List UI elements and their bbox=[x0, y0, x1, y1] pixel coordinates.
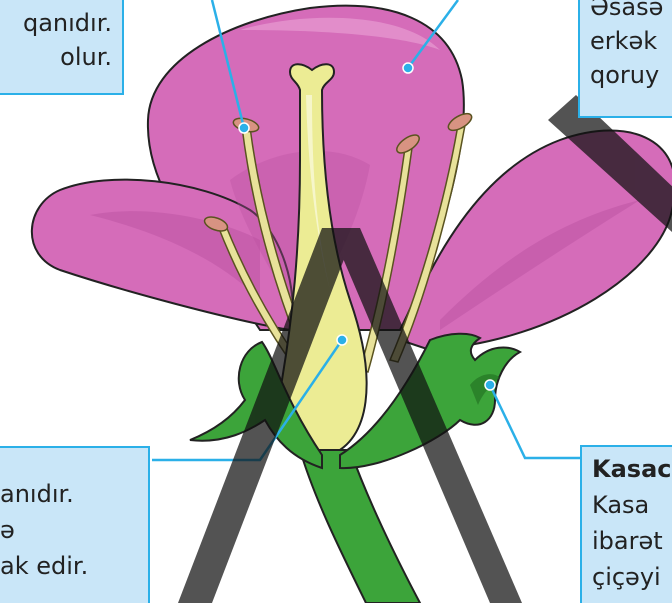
label-text: ak edir. bbox=[0, 548, 148, 584]
stem bbox=[300, 450, 420, 603]
label-text: olur. bbox=[0, 40, 112, 74]
label-text: erkək bbox=[590, 24, 672, 58]
label-text: çiçəyi bbox=[592, 559, 672, 595]
label-text: Kasa bbox=[592, 487, 672, 523]
label-text: ibarət bbox=[592, 523, 672, 559]
label-text: Əsasə bbox=[590, 0, 672, 24]
label-title: Kasac bbox=[592, 451, 672, 487]
label-text: anıdır. bbox=[0, 476, 148, 512]
label-top-right: Əsasə erkək qoruy bbox=[578, 0, 672, 118]
label-bottom-right: Kasac Kasa ibarət çiçəyi bbox=[580, 445, 672, 603]
label-text: qoruy bbox=[590, 58, 672, 92]
label-text: qanıdır. bbox=[0, 6, 112, 40]
label-text: ə bbox=[0, 512, 148, 548]
label-top-left: qanıdır. olur. bbox=[0, 0, 124, 95]
label-bottom-left: anıdır. ə ak edir. bbox=[0, 446, 150, 603]
